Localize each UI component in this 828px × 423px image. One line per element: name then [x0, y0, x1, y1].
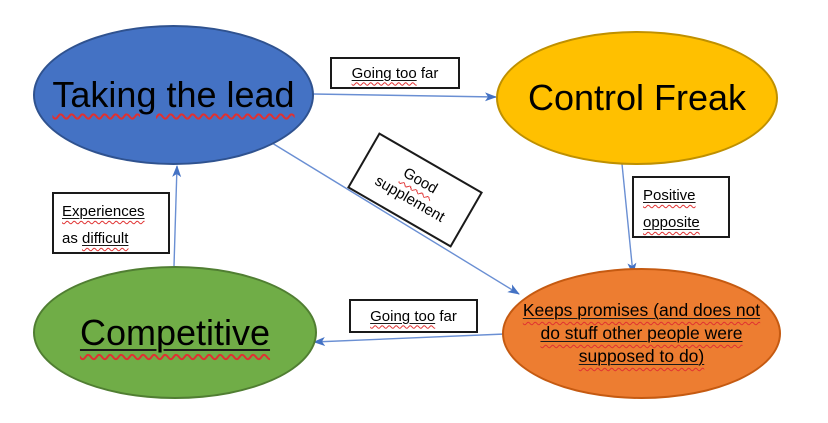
edge-label-going-too-far-bottom[interactable]: Going too far [349, 299, 478, 333]
edge-label-text: Going too far [370, 307, 457, 325]
connector-control-freak-to-keeps-promises[interactable] [621, 163, 637, 275]
node-keeps-promises-line1: Keeps promises (and does not [522, 300, 761, 320]
connector-taking-the-lead-to-control-freak[interactable] [312, 92, 497, 102]
edge-label-text: Going too far [351, 64, 439, 82]
node-keeps-promises-line3: supposed to do) [578, 346, 705, 366]
connector-keeps-promises-to-competitive[interactable] [313, 333, 506, 347]
node-competitive[interactable]: Competitive [33, 266, 317, 399]
edge-label-line2: opposite [643, 214, 700, 231]
edge-label-experiences-as-difficult[interactable]: Experiences as difficult [52, 192, 170, 254]
node-control-freak[interactable]: Control Freak [496, 31, 778, 165]
connector-taking-the-lead-to-keeps-promises[interactable] [271, 142, 520, 295]
edge-label-line2: as difficult [62, 230, 129, 247]
edge-label-line1: Positive [643, 187, 696, 204]
node-taking-the-lead[interactable]: Taking the lead [33, 25, 314, 165]
node-control-freak-label: Control Freak [527, 77, 747, 119]
edge-label-going-too-far-top[interactable]: Going too far [330, 57, 460, 89]
node-competitive-label: Competitive [79, 311, 271, 353]
connector-competitive-to-taking-the-lead[interactable] [172, 165, 182, 267]
edge-label-line1: Experiences [62, 203, 145, 220]
edge-label-positive-opposite[interactable]: Positive opposite [632, 176, 730, 238]
node-keeps-promises-line2: do stuff other people were [540, 323, 743, 343]
node-keeps-promises[interactable]: Keeps promises (and does not do stuff ot… [502, 268, 781, 399]
node-taking-the-lead-label: Taking the lead [52, 74, 295, 116]
